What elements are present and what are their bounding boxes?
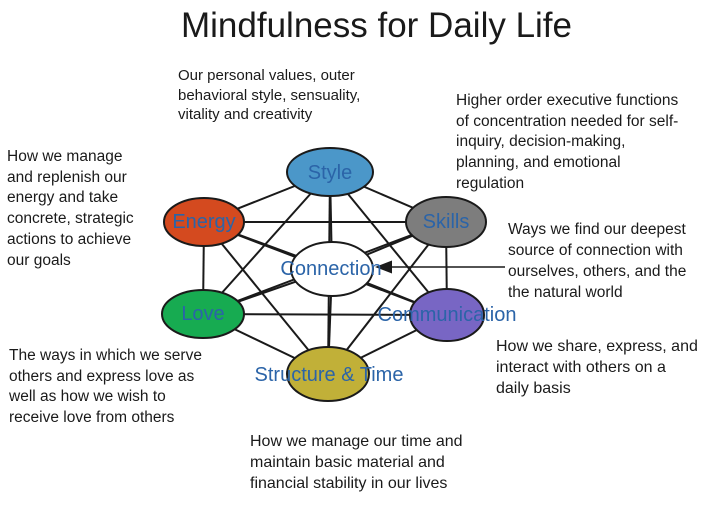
structure-time-description: How we manage our time and maintain basi… bbox=[250, 433, 463, 492]
style-description: Our personal values, outer behavioral st… bbox=[178, 67, 361, 123]
energy-node-label: Energy bbox=[172, 211, 236, 233]
love-description: The ways in which we serve others and ex… bbox=[9, 347, 202, 427]
communication-description: How we share, express, and interact with… bbox=[496, 338, 698, 397]
structure-time-node bbox=[286, 346, 370, 402]
communication-node-label: Communication bbox=[377, 304, 517, 326]
love-node-label: Love bbox=[181, 303, 225, 325]
energy-node bbox=[163, 197, 245, 247]
connection-pointer-arrow-icon bbox=[375, 260, 505, 274]
style-node bbox=[286, 147, 374, 197]
connection-description: Ways we find our deepest source of conne… bbox=[508, 221, 687, 301]
connection-node-label: Connection bbox=[280, 258, 382, 280]
skills-node bbox=[405, 196, 487, 248]
skills-node-label: Skills bbox=[422, 211, 470, 233]
structure-time-node-label: Structure & Time bbox=[254, 364, 404, 386]
love-node bbox=[161, 289, 245, 339]
energy-description: How we manage and replenish our energy a… bbox=[7, 148, 134, 269]
style-node-label: Style bbox=[307, 162, 353, 184]
skills-description: Higher order executive functions of conc… bbox=[456, 92, 679, 192]
communication-node bbox=[409, 288, 485, 342]
connection-node bbox=[290, 241, 374, 297]
page-title: Mindfulness for Daily Life bbox=[181, 6, 572, 45]
